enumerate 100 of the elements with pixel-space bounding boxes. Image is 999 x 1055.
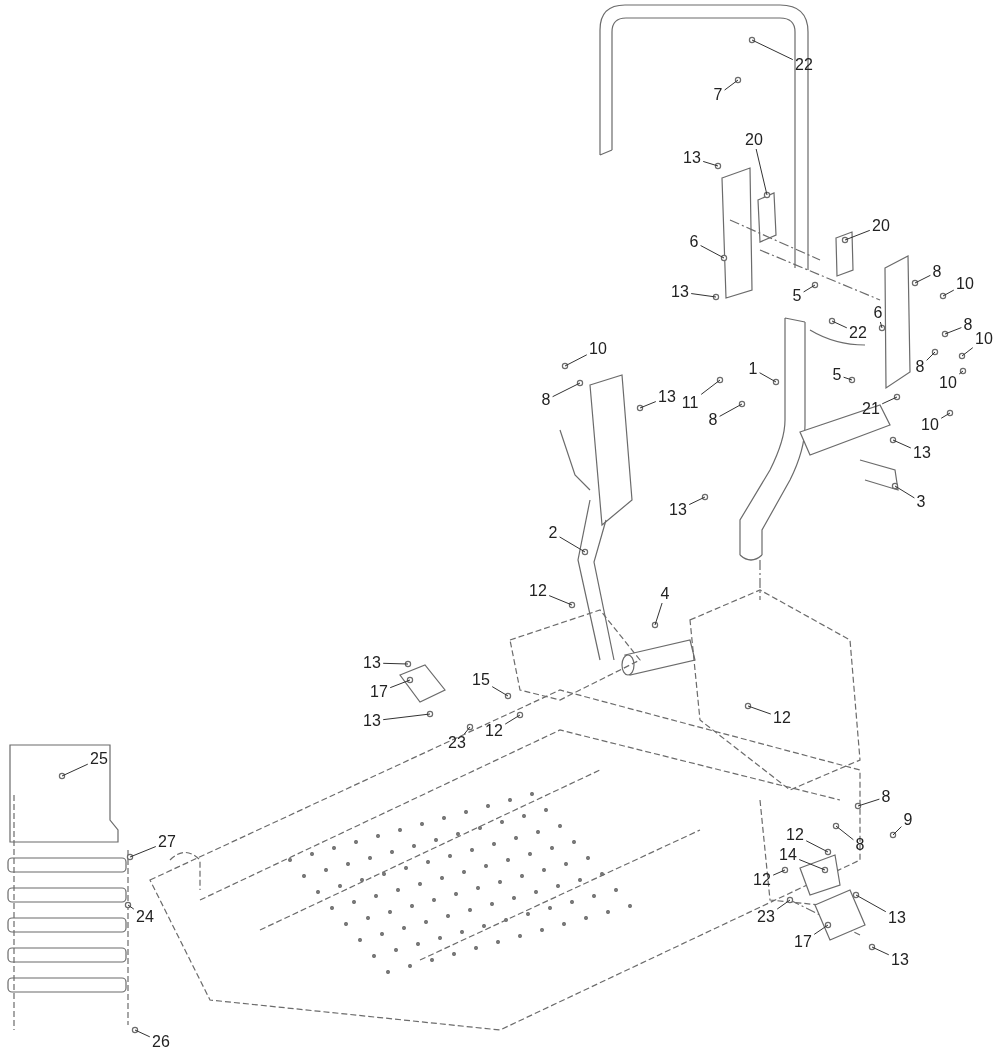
callout-number: 23 <box>448 734 466 752</box>
leader-line <box>127 904 135 910</box>
callout-number: 10 <box>589 340 607 358</box>
leader-line <box>463 726 471 735</box>
leader-line <box>134 1029 151 1038</box>
leader-line <box>803 284 816 293</box>
callout-number: 15 <box>472 671 490 689</box>
callout-number: 27 <box>158 833 176 851</box>
leader-line <box>700 245 725 259</box>
leader-line <box>552 382 581 398</box>
leader-line <box>881 396 898 405</box>
callout-number: 13 <box>363 712 381 730</box>
leader-line <box>548 595 573 606</box>
leader-line <box>958 370 964 375</box>
leader-line <box>747 705 772 715</box>
callout-number: 3 <box>916 493 926 511</box>
leader-line <box>776 899 791 910</box>
callout-number: 22 <box>795 56 813 74</box>
callout-number: 8 <box>541 391 551 409</box>
leader-line <box>751 39 794 61</box>
callout-number: 24 <box>136 908 154 926</box>
callout-number: 12 <box>529 582 547 600</box>
callout-number: 13 <box>363 654 381 672</box>
callout-number: 13 <box>658 388 676 406</box>
callout-number: 13 <box>683 149 701 167</box>
leader-line <box>879 321 883 329</box>
callout-number: 10 <box>956 275 974 293</box>
leader-line <box>942 289 955 297</box>
leader-line <box>813 924 829 935</box>
callout-number: 8 <box>855 836 865 854</box>
leader-line <box>690 293 717 298</box>
leader-line <box>772 869 786 876</box>
callout-number: 26 <box>152 1033 170 1051</box>
callout-number: 8 <box>708 411 718 429</box>
callout-number: 22 <box>849 324 867 342</box>
leader-line <box>702 160 719 167</box>
callout-number: 12 <box>485 722 503 740</box>
leader-line <box>855 894 887 913</box>
leader-line <box>961 347 974 357</box>
callout-number: 4 <box>660 585 670 603</box>
leader-line <box>940 412 951 419</box>
callout-number: 13 <box>891 951 909 969</box>
leader-line <box>504 714 521 725</box>
leader-line <box>491 686 509 697</box>
callout-number: 10 <box>921 416 939 434</box>
leader-line <box>857 798 880 807</box>
leader-line <box>843 376 853 381</box>
callout-number: 10 <box>975 330 993 348</box>
callout-number: 25 <box>90 750 108 768</box>
leader-line <box>759 372 777 383</box>
leader-line <box>835 825 854 841</box>
callout-number: 10 <box>939 374 957 392</box>
callout-number: 20 <box>872 217 890 235</box>
leader-line <box>688 496 706 506</box>
callout-number: 5 <box>792 287 802 305</box>
leader-line <box>844 229 871 241</box>
callout-number: 11 <box>681 394 699 412</box>
callout-number: 2 <box>548 524 558 542</box>
leader-line <box>894 485 915 499</box>
callout-number: 6 <box>689 233 699 251</box>
callout-number: 13 <box>888 909 906 927</box>
leader-line <box>382 713 431 721</box>
callout-number: 12 <box>786 826 804 844</box>
callout-number: 8 <box>932 263 942 281</box>
callout-number: 20 <box>745 131 763 149</box>
leader-line <box>61 763 89 777</box>
leader-line <box>831 320 848 329</box>
leader-line <box>892 826 902 836</box>
leader-line <box>871 946 890 956</box>
leader-line <box>654 602 663 626</box>
callout-number: 13 <box>913 444 931 462</box>
callout-number: 17 <box>794 933 812 951</box>
callout-number: 8 <box>915 358 925 376</box>
leader-line <box>719 403 743 417</box>
callout-number: 13 <box>669 501 687 519</box>
callout-number: 14 <box>779 846 797 864</box>
callout-number: 23 <box>757 908 775 926</box>
leader-line <box>700 379 721 395</box>
leader-line <box>805 840 829 853</box>
callout-number: 8 <box>881 788 891 806</box>
callout-number: 8 <box>963 316 973 334</box>
leader-line <box>129 846 157 858</box>
callout-number: 12 <box>753 871 771 889</box>
leader-line <box>724 79 739 91</box>
leader-line <box>564 354 588 367</box>
leader-line <box>382 662 409 665</box>
callout-number: 12 <box>773 709 791 727</box>
leader-line <box>926 351 936 361</box>
callout-number: 9 <box>903 811 913 829</box>
callout-number: 1 <box>748 360 758 378</box>
callout-number: 21 <box>862 400 880 418</box>
leader-line <box>559 536 586 553</box>
callout-number: 13 <box>671 283 689 301</box>
leader-line <box>639 401 657 409</box>
leader-line <box>892 439 912 449</box>
leader-line <box>389 679 411 689</box>
callout-number: 6 <box>873 304 883 322</box>
callout-number: 7 <box>713 86 723 104</box>
leader-line <box>914 274 931 284</box>
leader-line <box>944 327 962 335</box>
